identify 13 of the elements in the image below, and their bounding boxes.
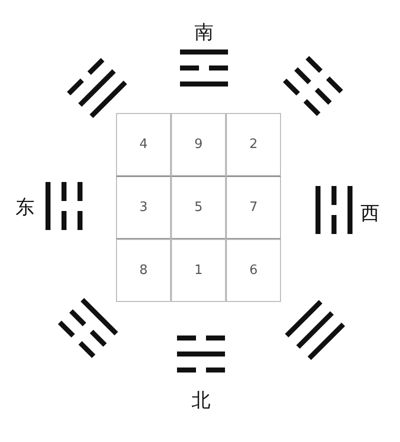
table-cell: 4 <box>116 113 171 176</box>
table-cell: 9 <box>171 113 226 176</box>
table-cell: 8 <box>116 239 171 302</box>
direction-label: 北 <box>192 392 210 410</box>
table-cell: 3 <box>116 176 171 239</box>
direction-label: 东 <box>16 198 34 218</box>
table-cell: 1 <box>171 239 226 302</box>
table-cell: 6 <box>226 239 281 302</box>
table-cell: 5 <box>171 176 226 239</box>
direction-label: 西 <box>360 204 380 224</box>
direction-label: 南 <box>194 24 214 42</box>
table-cell: 2 <box>226 113 281 176</box>
table-cell: 7 <box>226 176 281 239</box>
